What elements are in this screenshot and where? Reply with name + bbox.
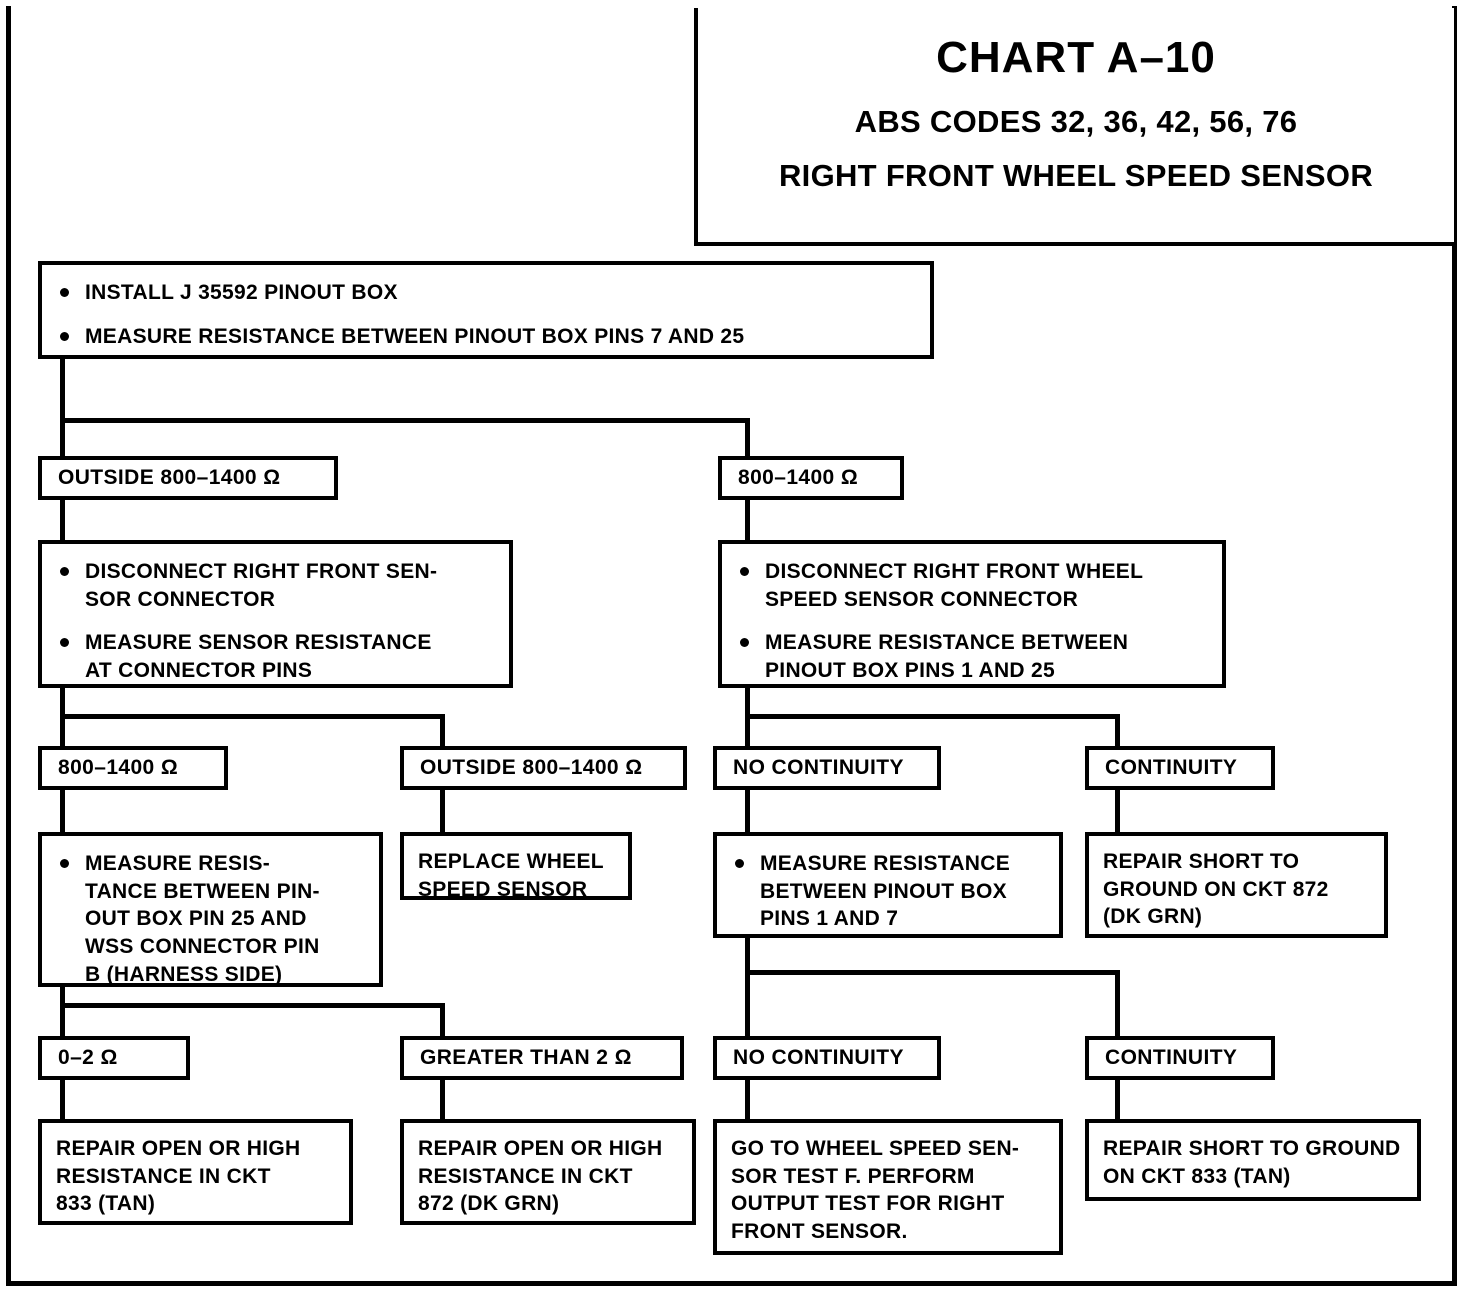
connector-measure25-split [60,1003,445,1008]
chart-title: CHART A–10 [936,33,1216,82]
bullet-text: MEASURE RESIS- TANCE BETWEEN PIN- OUT BO… [85,852,320,986]
node-measure-pin25-wss: MEASURE RESIS- TANCE BETWEEN PIN- OUT BO… [38,832,383,987]
bullet-item: MEASURE RESISTANCE BETWEEN PINOUT BOX PI… [727,850,1051,933]
connector-l3-cont-down [1115,786,1120,834]
node-label: CONTINUITY [1105,756,1238,779]
node-disconnect-rf-sensor: DISCONNECT RIGHT FRONT SEN- SOR CONNECTO… [38,540,513,688]
node-measure-pins-1-7: MEASURE RESISTANCE BETWEEN PINOUT BOX PI… [713,832,1063,938]
node-range-greater-than-2-ohm: GREATER THAN 2 Ω [400,1036,684,1080]
node-text: REPLACE WHEEL SPEED SENSOR [418,850,604,901]
node-label: 800–1400 Ω [738,466,859,489]
node-install-pinout-box: INSTALL J 35592 PINOUT BOX MEASURE RESIS… [38,261,934,359]
node-label: NO CONTINUITY [733,756,904,779]
connector-start-right-down [745,418,750,468]
node-disconnect-rf-wss: DISCONNECT RIGHT FRONT WHEEL SPEED SENSO… [718,540,1226,688]
connector-left-step-split [60,714,445,719]
bullet-item: MEASURE RESISTANCE BETWEEN PINOUT BOX PI… [732,629,1214,684]
bullet-text: DISCONNECT RIGHT FRONT WHEEL SPEED SENSO… [765,560,1144,611]
node-text: REPAIR SHORT TO GROUND ON CKT 833 (TAN) [1103,1137,1401,1188]
connector-right-step-split [745,714,1120,719]
page-frame-left-edge [6,6,11,1286]
node-repair-open-ckt-833: REPAIR OPEN OR HIGH RESISTANCE IN CKT 83… [38,1119,353,1225]
connector-l3-nocont-down [745,786,750,834]
connector-measure17-down [745,936,750,1041]
node-text: GO TO WHEEL SPEED SEN- SOR TEST F. PERFO… [731,1137,1020,1244]
connector-l5-nocont-down [745,1077,750,1119]
connector-measure25-down [60,985,65,1040]
node-label: CONTINUITY [1105,1046,1238,1069]
bullet-item: DISCONNECT RIGHT FRONT SEN- SOR CONNECTO… [52,558,501,613]
node-no-continuity-1: NO CONTINUITY [713,746,941,790]
node-label: NO CONTINUITY [733,1046,904,1069]
bullet-item: MEASURE SENSOR RESISTANCE AT CONNECTOR P… [52,629,501,684]
connector-left-branch-down [60,492,65,542]
node-label: 800–1400 Ω [58,756,179,779]
node-label: OUTSIDE 800–1400 Ω [58,466,281,489]
bullet-item: MEASURE RESIS- TANCE BETWEEN PIN- OUT BO… [52,850,371,989]
node-text: REPAIR OPEN OR HIGH RESISTANCE IN CKT 87… [418,1137,663,1216]
bullet-item: DISCONNECT RIGHT FRONT WHEEL SPEED SENSO… [732,558,1214,613]
node-outside-800-1400: OUTSIDE 800–1400 Ω [38,456,338,500]
bullet-text: DISCONNECT RIGHT FRONT SEN- SOR CONNECTO… [85,560,438,611]
connector-l5-0-2-down [60,1077,65,1119]
node-text: REPAIR OPEN OR HIGH RESISTANCE IN CKT 83… [56,1137,301,1216]
bullet-dot-icon [60,859,69,868]
bullet-dot-icon [735,859,744,868]
node-goto-wss-test-f: GO TO WHEEL SPEED SEN- SOR TEST F. PERFO… [713,1119,1063,1255]
connector-measure17-split [745,970,1120,975]
bullet-text: MEASURE RESISTANCE BETWEEN PINOUT BOX PI… [760,852,1011,931]
connector-l3-outside-down [440,786,445,834]
bullet-dot-icon [60,638,69,648]
bullet-text: MEASURE RESISTANCE BETWEEN PINOUT BOX PI… [85,324,745,348]
node-800-1400: 800–1400 Ω [718,456,904,500]
page-frame-bottom-edge [6,1281,1457,1286]
node-label: GREATER THAN 2 Ω [420,1046,632,1069]
node-label: OUTSIDE 800–1400 Ω [420,756,643,779]
node-left-outside-800-1400: OUTSIDE 800–1400 Ω [400,746,687,790]
node-repair-short-ckt-872: REPAIR SHORT TO GROUND ON CKT 872 (DK GR… [1085,832,1388,938]
connector-l5-gt2-down [440,1077,445,1119]
bullet-dot-icon [60,288,69,297]
chart-title-block: CHART A–10 ABS CODES 32, 36, 42, 56, 76 … [694,8,1454,246]
bullet-dot-icon [740,638,749,648]
page-frame-right-edge [1452,6,1457,1286]
node-no-continuity-2: NO CONTINUITY [713,1036,941,1080]
node-replace-wheel-speed-sensor: REPLACE WHEEL SPEED SENSOR [400,832,632,901]
chart-subject: RIGHT FRONT WHEEL SPEED SENSOR [778,158,1374,194]
node-range-0-2-ohm: 0–2 Ω [38,1036,190,1080]
node-continuity-2: CONTINUITY [1085,1036,1275,1080]
chart-codes: ABS CODES 32, 36, 42, 56, 76 [854,104,1298,140]
connector-measure17-right-down [1115,970,1120,1041]
node-repair-short-ckt-833: REPAIR SHORT TO GROUND ON CKT 833 (TAN) [1085,1119,1421,1201]
connector-l3-left-down [60,786,65,834]
node-continuity-1: CONTINUITY [1085,746,1275,790]
connector-right-step-right-down [1115,714,1120,749]
bullet-dot-icon [60,567,69,576]
node-text: REPAIR SHORT TO GROUND ON CKT 872 (DK GR… [1103,850,1329,929]
node-left-800-1400: 800–1400 Ω [38,746,228,790]
bullet-item: MEASURE RESISTANCE BETWEEN PINOUT BOX PI… [52,323,922,351]
bullet-dot-icon [60,331,69,341]
node-label: 0–2 Ω [58,1046,118,1069]
connector-right-branch-down [745,492,750,542]
connector-left-step-right-down [440,714,445,749]
bullet-text: INSTALL J 35592 PINOUT BOX [85,281,398,304]
bullet-text: MEASURE SENSOR RESISTANCE AT CONNECTOR P… [85,631,432,683]
connector-start-down [60,357,65,467]
bullet-item: INSTALL J 35592 PINOUT BOX [52,279,922,307]
connector-l5-cont-down [1115,1077,1120,1119]
node-repair-open-ckt-872: REPAIR OPEN OR HIGH RESISTANCE IN CKT 87… [400,1119,696,1225]
connector-measure25-right-down [440,1003,445,1040]
bullet-text: MEASURE RESISTANCE BETWEEN PINOUT BOX PI… [765,631,1129,683]
bullet-dot-icon [740,567,749,576]
connector-start-split [60,418,750,423]
